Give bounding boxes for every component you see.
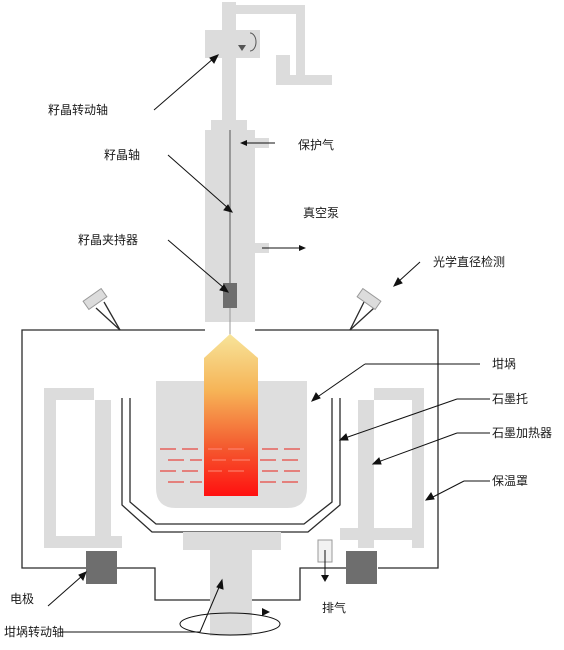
label-graphite-heater: 石墨加热器 — [492, 426, 552, 440]
right-insulation-top — [374, 388, 424, 400]
bottom-right — [252, 567, 348, 601]
left-insulation-side — [44, 388, 56, 548]
left-sight-port — [82, 287, 108, 311]
shaft-rotation-ellipse — [179, 612, 281, 636]
label-seed-holder: 籽晶夹持器 — [78, 232, 138, 247]
right-heater — [358, 400, 374, 548]
label-insulation-cover: 保温罩 — [492, 474, 528, 488]
gas-in-arrowhead-icon — [240, 140, 247, 146]
label-crucible-rotation-shaft: 坩埚转动轴 — [4, 624, 64, 639]
label-vacuum-pump: 真空泵 — [303, 206, 339, 220]
shaft-rotation-arrowhead-icon — [262, 608, 270, 616]
graphite-support-inner — [129, 398, 333, 525]
crystal-melt-lines — [208, 448, 250, 472]
label-exhaust: 排气 — [322, 600, 346, 615]
silicon-crystal-ingot — [204, 334, 258, 496]
right-wall — [350, 329, 439, 569]
pedestal-plate — [183, 532, 281, 550]
label-optical-diameter-detection: 光学直径检测 — [433, 254, 505, 269]
motor-block — [276, 55, 290, 85]
side-arm — [296, 5, 305, 85]
shaft-collar — [211, 120, 247, 130]
label-electrode: 电极 — [10, 592, 34, 606]
left-port-line — [103, 301, 121, 331]
crucible-shaft-assembly — [179, 532, 281, 636]
motor-base — [290, 75, 332, 85]
right-port-line — [349, 301, 365, 331]
pull-chamber — [205, 130, 306, 340]
rotation-head — [205, 30, 260, 58]
right-electrode — [346, 551, 377, 584]
left-electrode — [86, 551, 117, 584]
left-insulation-top — [44, 388, 94, 400]
left-heater — [95, 400, 111, 548]
label-crucible: 坩埚 — [492, 357, 516, 371]
vacuum-out-arrowhead-icon — [299, 245, 306, 251]
right-insulation-bottom — [340, 528, 424, 540]
label-seed-rotation-shaft: 籽晶转动轴 — [48, 102, 108, 117]
melt-lines — [160, 448, 300, 483]
right-sight-port — [356, 287, 382, 311]
crucible-assembly — [156, 334, 307, 508]
rotation-arrow-icon — [249, 32, 257, 52]
leader-lines — [47, 54, 490, 633]
left-shoulder — [95, 307, 205, 331]
shaft-lower — [222, 58, 236, 120]
right-insulation-side — [412, 388, 424, 548]
rotation-arrowhead-icon — [238, 45, 246, 51]
optical-ports — [82, 287, 382, 311]
furnace-body — [21, 301, 439, 601]
exhaust-arrowhead-icon — [321, 575, 329, 582]
left-wall — [21, 329, 120, 569]
insulation-heaters — [44, 388, 424, 548]
label-graphite-support: 石墨托 — [492, 392, 528, 406]
label-seed-shaft: 籽晶轴 — [104, 147, 140, 162]
bottom-left — [116, 567, 210, 601]
seed-rotation-assembly — [205, 2, 332, 130]
upper-shaft — [222, 2, 236, 32]
label-protective-gas: 保护气 — [298, 137, 334, 152]
top-arm — [236, 5, 304, 14]
